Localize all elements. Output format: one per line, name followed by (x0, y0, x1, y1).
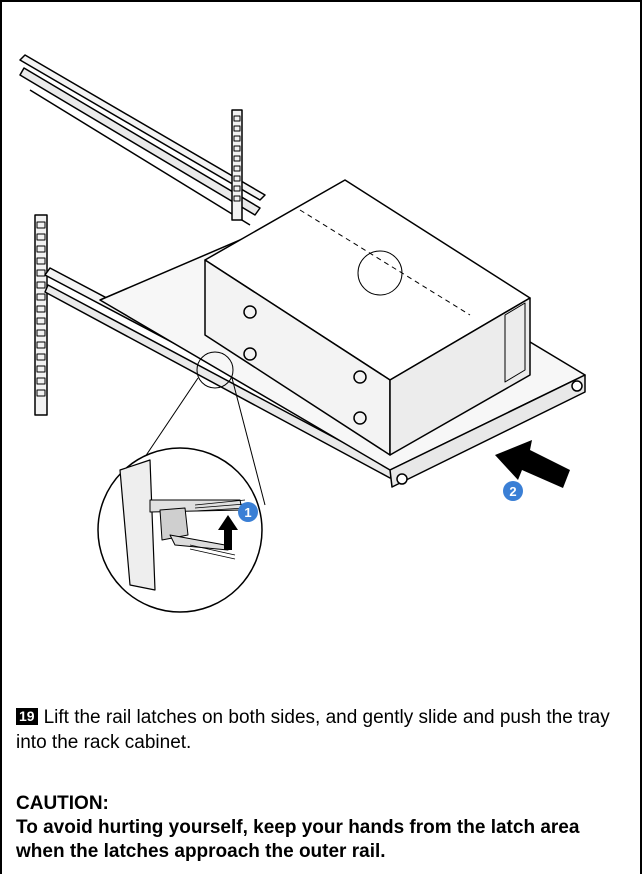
callout-1-icon: 1 (238, 502, 258, 522)
step-number-badge: 19 (16, 708, 38, 725)
caution-text: To avoid hurting yourself, keep your han… (16, 817, 580, 862)
rack-tray-illustration: 1 2 (19, 54, 586, 613)
caution-title: CAUTION: (16, 793, 109, 814)
callout-2-icon: 2 (503, 481, 523, 501)
step-text: Lift the rail latches on both sides, and… (16, 707, 610, 753)
svg-text:1: 1 (244, 505, 251, 520)
svg-text:2: 2 (509, 484, 516, 499)
top-border (0, 0, 642, 2)
caution-notice: CAUTION: To avoid hurting yourself, keep… (16, 792, 631, 864)
